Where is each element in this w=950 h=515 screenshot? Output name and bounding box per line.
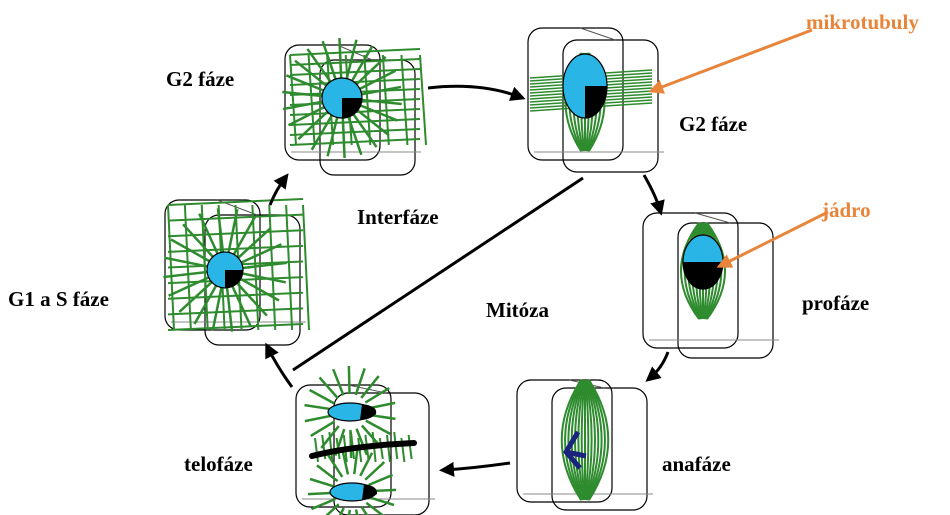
mikrotubuly-pointer bbox=[648, 28, 813, 94]
cell-g2-late bbox=[527, 27, 664, 173]
microtubules-annotation: mikrotubuly bbox=[806, 10, 919, 34]
jadro-pointer bbox=[716, 210, 829, 268]
interphase-mitosis-divider bbox=[292, 176, 584, 372]
anaphase-label: anafáze bbox=[662, 452, 731, 476]
cell-prophase bbox=[642, 212, 779, 359]
mitosis-label: Mitóza bbox=[486, 298, 549, 322]
cell-g2-interphase bbox=[282, 38, 427, 176]
annotation-pointers bbox=[648, 28, 829, 268]
arrow-g1s-to-g2 bbox=[268, 173, 289, 206]
arrow-telofaze-to-g1s bbox=[265, 342, 294, 388]
arrow-profaze-to-anafaze bbox=[645, 351, 670, 382]
telophase-label: telofáze bbox=[184, 452, 253, 476]
cycle-arrows bbox=[265, 84, 670, 477]
arrow-g2-to-g2 bbox=[427, 84, 526, 101]
arrow-anafaze-to-telofaze bbox=[439, 461, 511, 477]
g2-phase-label-right: G2 fáze bbox=[679, 112, 748, 136]
cell-g1-s bbox=[163, 198, 310, 346]
prophase-label: profáze bbox=[802, 291, 870, 315]
cell-boxes bbox=[163, 27, 779, 515]
nucleus-annotation: jádro bbox=[822, 198, 871, 222]
arrow-g2-to-profaze bbox=[642, 174, 665, 216]
g1-s-phase-label: G1 a S fáze bbox=[8, 287, 109, 311]
interphase-label: Interfáze bbox=[357, 205, 439, 229]
cell-anaphase bbox=[516, 379, 653, 511]
g2-phase-label-left: G2 fáze bbox=[166, 67, 235, 91]
cell-telophase bbox=[295, 365, 435, 515]
